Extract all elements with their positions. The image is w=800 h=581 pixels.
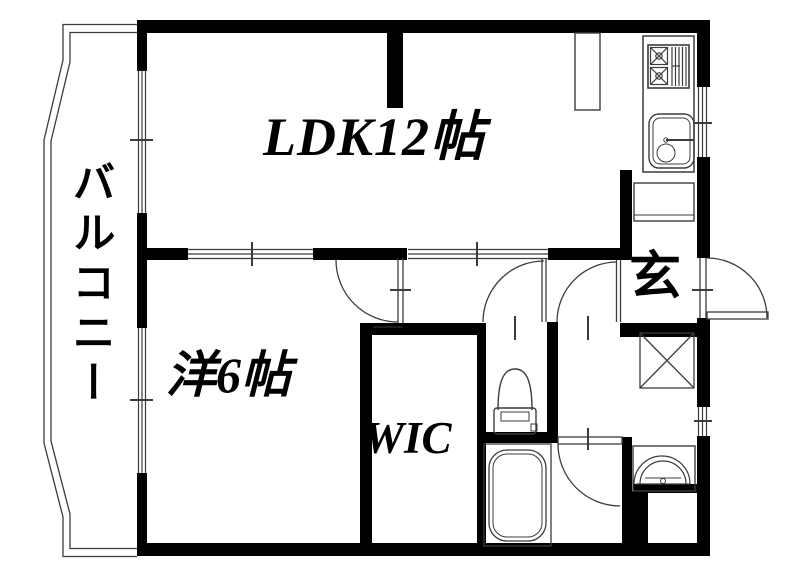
toilet [493,368,538,435]
opening-tick-marks [130,122,713,450]
sliding-door-ldk-western [188,248,313,260]
washing-machine-space [639,332,695,389]
room-label-western-room: 洋6帖 [166,347,291,403]
pillar-duct [574,32,601,111]
walls [137,20,710,556]
washbasin [632,445,696,492]
shoe-cabinet [633,182,695,222]
balcony-outline [43,23,137,558]
kitchen-counter [642,35,695,173]
kitchen-sink [648,113,695,169]
bathroom-door [557,436,623,507]
entrance-door [699,257,769,320]
gas-stove [647,44,690,89]
room-label-entrance: 玄 [629,249,682,306]
toilet-door [482,259,547,323]
bathtub [483,443,552,547]
western-room-door [335,258,404,328]
washroom-door [556,260,622,323]
room-label-balcony: バルコニー [66,160,113,410]
window-ldk-west [137,70,147,213]
room-label-ldk: LDK12帖 [263,107,485,167]
room-label-wic: WIC [364,413,452,463]
